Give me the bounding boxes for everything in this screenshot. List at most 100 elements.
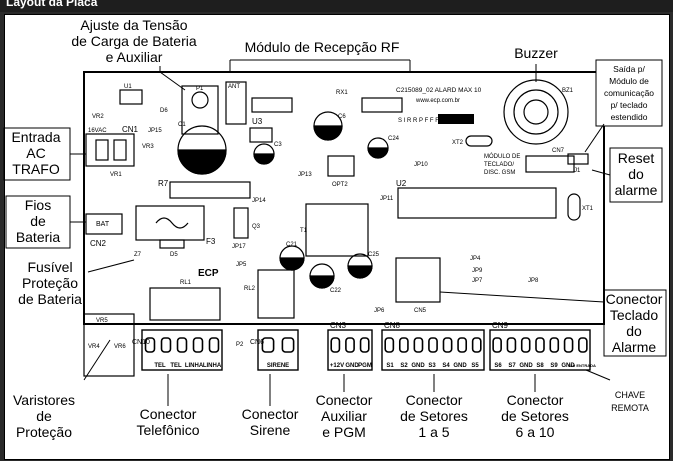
label-reset-1: Reset [618, 150, 655, 166]
cn2-outline [85, 213, 123, 235]
cn6-pin-label: SIRENE [267, 363, 289, 369]
terminal-screw [578, 337, 588, 353]
label-modulo-rf: Módulo de Recepção RF [245, 39, 400, 55]
ref-cn6: CN6 [250, 339, 264, 346]
ref-jp4: JP4 [470, 256, 481, 262]
label-reset-2: do [628, 166, 644, 182]
cn8-pin-2: S2 [400, 363, 408, 369]
terminal-screw [520, 337, 531, 353]
cn1-outline [85, 133, 135, 167]
label-telefonico-2: Telefônico [136, 422, 199, 438]
ref-xt2: XT2 [452, 140, 464, 146]
ref-u3: U3 [252, 117, 263, 126]
ref-rl2: RL2 [244, 286, 256, 292]
jumper-strip [438, 114, 474, 124]
p1-knob-icon [191, 91, 209, 109]
ref-cn9: CN9 [492, 321, 509, 330]
terminal-screw [428, 337, 438, 353]
ref-cn2: CN2 [90, 239, 107, 248]
xt2-crystal [465, 135, 493, 147]
jp14-header [233, 207, 249, 239]
ref-c6: C6 [338, 114, 346, 120]
label-auxiliar-3: e PGM [322, 424, 366, 440]
terminal-screw [261, 337, 275, 353]
terminal-screw [144, 337, 156, 353]
cn8-pin-3: GND [411, 363, 425, 369]
ref-jp6: JP6 [374, 308, 385, 314]
terminal-screw [549, 337, 560, 353]
ref-r7: R7 [158, 179, 169, 188]
label-setores1-3: 1 a 5 [418, 424, 449, 440]
label-entrada-ac-1: Entrada [11, 129, 60, 145]
ref-jp10: JP10 [414, 162, 428, 168]
label-setores2-1: Conector [507, 392, 564, 408]
ref-vr6: VR6 [114, 344, 126, 350]
ref-opt2: OPT2 [332, 182, 348, 188]
label-reset-3: alarme [615, 182, 658, 198]
ref-f3: F3 [206, 237, 216, 246]
label-fusivel-3: de Bateria [18, 291, 82, 307]
label-fios-2: de [30, 213, 46, 229]
j1-reset-jumper[interactable] [567, 153, 589, 165]
ref-cn10: CN10 [132, 339, 150, 346]
ref-vr2: VR2 [92, 114, 104, 120]
ref-t1: T1 [300, 228, 308, 234]
label-teclado-2: Teclado [610, 307, 658, 323]
label-chave-remota-2: REMOTA [611, 403, 649, 413]
label-telefonico-1: Conector [140, 406, 197, 422]
cn8-pin-1: S1 [386, 363, 394, 369]
t1-transformer [305, 203, 369, 257]
ant-block [225, 81, 247, 125]
label-teclado-3: do [626, 323, 642, 339]
label-saida-5: estendido [611, 112, 648, 122]
ref-c1: C1 [178, 122, 186, 128]
ref-vac: 16VAC [88, 128, 107, 134]
board-brand-logo: ECP [198, 268, 219, 279]
cn10-pin-3: LINHA [185, 363, 204, 369]
ref-jp13: JP13 [298, 172, 312, 178]
title-text: Layout da Placa [6, 0, 98, 9]
ref-u1: U1 [124, 84, 132, 90]
label-setores2-3: 6 a 10 [516, 424, 555, 440]
label-saida-3: comunicação [604, 88, 654, 98]
ref-vr5: VR5 [96, 318, 108, 324]
teclado-box [603, 289, 667, 357]
rl1-relay [149, 287, 221, 321]
label-fusivel-1: Fusível [27, 259, 72, 275]
label-saida-2: Módulo de [609, 76, 649, 86]
ref-c25: C25 [368, 252, 380, 258]
label-saida-4: p/ teclado [611, 100, 648, 110]
label-ajuste-line3: e Auxiliar [106, 49, 163, 65]
cn10-pin-2: TEL [170, 363, 182, 369]
rx1-right-pins [361, 97, 403, 113]
terminal-screw [492, 337, 502, 353]
label-teclado-1: Conector [606, 291, 663, 307]
ref-jp17: JP17 [232, 244, 246, 250]
cn9-pin-4: S8 [536, 363, 544, 369]
rx1-left-pins [251, 97, 293, 113]
xt1-crystal [567, 193, 581, 221]
terminal-screw [457, 337, 468, 353]
ref-cn3: CN3 [330, 321, 347, 330]
cn3-pin-1: +12V [330, 363, 344, 369]
ref-p2: P2 [236, 342, 244, 348]
ref-c22: C22 [330, 288, 342, 294]
terminal-screw [281, 337, 295, 353]
ref-cn8: CN8 [384, 321, 401, 330]
modulo-teclado-3: DISC. GSM [484, 170, 515, 176]
ref-d5: D5 [170, 252, 178, 258]
cn9-pin-6: GND [561, 363, 575, 369]
ref-jp11: JP11 [380, 196, 394, 202]
saida-box [595, 59, 663, 127]
label-chave-remota-1: CHAVE [615, 390, 645, 400]
terminal-screw [563, 337, 574, 353]
ref-bz1: BZ1 [562, 88, 574, 94]
board-model-text: C215089_02 ALARD MAX 10 [396, 87, 482, 94]
label-auxiliar-1: Conector [316, 392, 373, 408]
cn9-pin-1: S6 [494, 363, 502, 369]
ref-bat: BAT [96, 221, 110, 228]
ref-jp14: JP14 [252, 198, 266, 204]
ref-j1: J1 [574, 168, 581, 174]
terminal-screw [506, 337, 517, 353]
